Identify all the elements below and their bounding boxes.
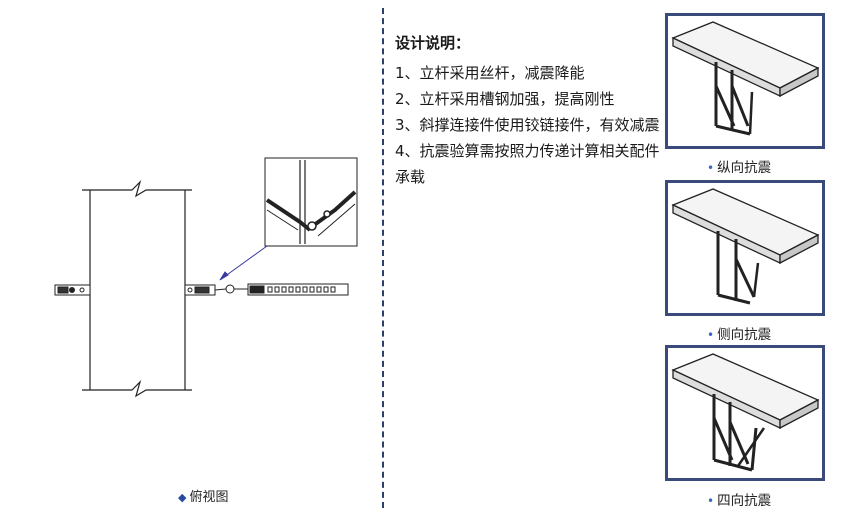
- leader-line: [219, 245, 268, 281]
- bullet-icon: •: [707, 161, 715, 175]
- right-channel-bracket: [184, 284, 248, 296]
- note-item: 2、立杆采用槽钢加强，提高刚性: [395, 90, 615, 108]
- longitudinal-view-drawing: [671, 21, 820, 136]
- note-item: 1、立杆采用丝杆，减震降能: [395, 64, 585, 82]
- design-notes: 设计说明： 1、立杆采用丝杆，减震降能 2、立杆采用槽钢加强，提高刚性 3、斜撑…: [395, 30, 663, 190]
- four-way-view-frame: [665, 345, 825, 481]
- note-item: 4、抗震验算需按照力传递计算相关配件承载: [395, 142, 660, 186]
- dashed-divider: [382, 8, 384, 508]
- hinge-detail-inset: [264, 157, 358, 247]
- left-channel-bracket: [54, 284, 91, 296]
- longitudinal-view-frame: [665, 13, 825, 149]
- bullet-icon: •: [707, 494, 715, 508]
- lateral-view-frame: [665, 180, 825, 316]
- lateral-view-drawing: [671, 188, 820, 305]
- note-item: 3、斜撑连接件使用铰链接件，有效减震: [395, 116, 660, 134]
- view-caption-text: 纵向抗震: [717, 160, 772, 176]
- bullet-icon: •: [707, 328, 715, 342]
- plan-view-caption-text: 俯视图: [189, 490, 229, 505]
- notes-title: 设计说明：: [395, 34, 471, 52]
- lateral-view-caption: •侧向抗震: [707, 323, 771, 343]
- view-caption-text: 侧向抗震: [717, 327, 772, 343]
- plan-view-caption: ◆俯视图: [178, 486, 228, 505]
- plan-view-panel: ◆俯视图: [0, 0, 380, 518]
- plan-view-drawing: [54, 157, 358, 398]
- four-way-view-caption: •四向抗震: [707, 489, 771, 509]
- diamond-icon: ◆: [178, 491, 187, 504]
- longitudinal-view-caption: •纵向抗震: [707, 156, 771, 176]
- view-caption-text: 四向抗震: [717, 493, 772, 509]
- four-way-view-drawing: [671, 353, 820, 472]
- brace-channel: [247, 283, 349, 296]
- column-outline: [82, 179, 192, 398]
